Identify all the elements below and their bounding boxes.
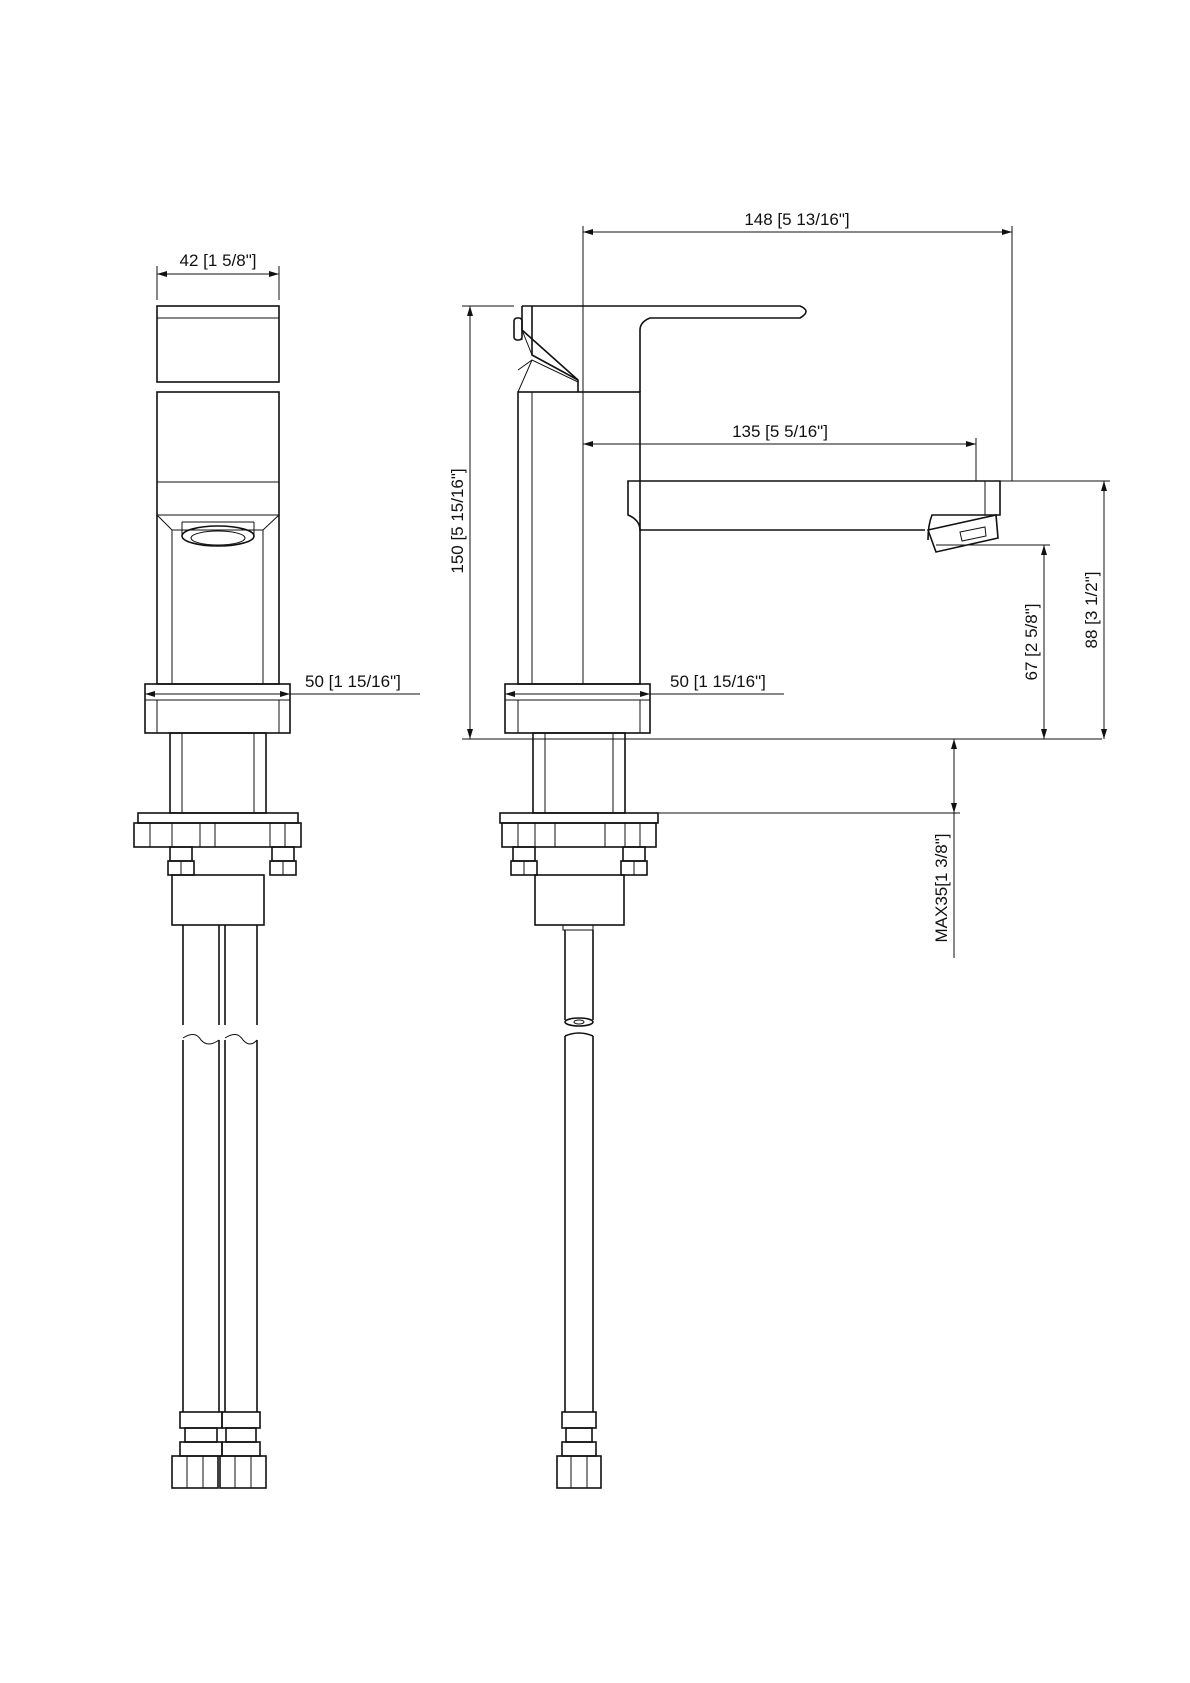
dim-side-spout: 135 [5 5/16"] [732, 422, 828, 441]
front-view: 42 [1 5/8"] 50 [1 15/16"] [133, 251, 420, 1489]
dim-deck-thickness: MAX35[1 3/8"] [932, 833, 951, 942]
dim-side-outlet-height: 67 [2 5/8"] [1022, 604, 1041, 681]
side-view: 148 [5 13/16"] 135 [5 5/16"] 50 [1 15/16… [448, 210, 1110, 1489]
dim-side-spout-height: 88 [3 1/2"] [1082, 572, 1101, 649]
dim-side-height: 150 [5 15/16"] [448, 468, 467, 573]
dim-side-reach: 148 [5 13/16"] [744, 210, 849, 229]
dim-side-base: 50 [1 15/16"] [670, 672, 766, 691]
dim-front-base: 50 [1 15/16"] [305, 672, 401, 691]
dim-front-width: 42 [1 5/8"] [180, 251, 257, 270]
